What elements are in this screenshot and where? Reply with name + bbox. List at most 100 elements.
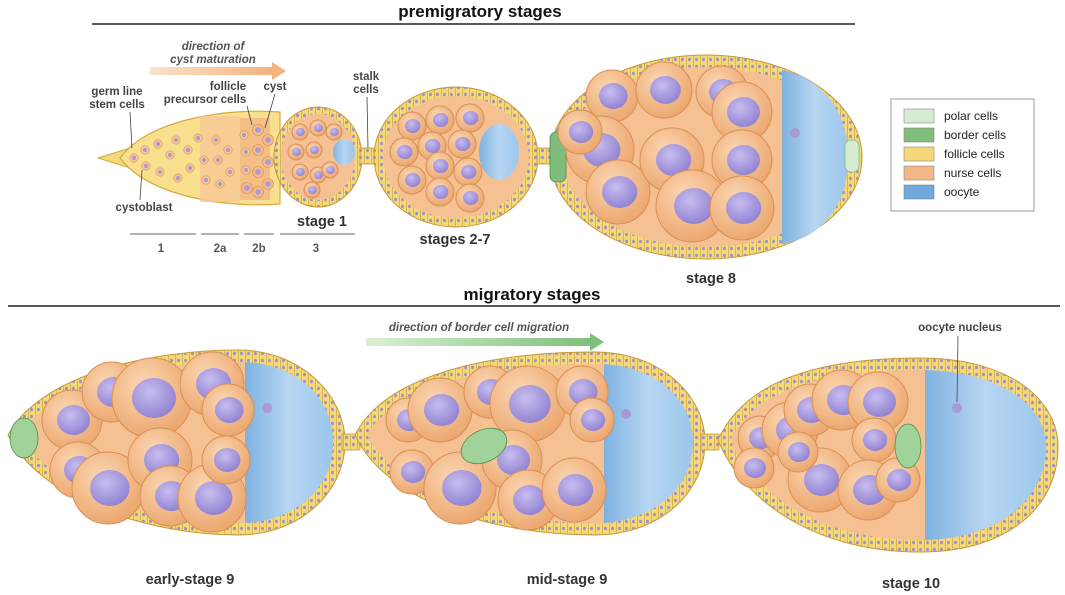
cystoblast-pointer xyxy=(139,169,143,201)
nurse-cell xyxy=(389,137,419,167)
cyst-pointer xyxy=(264,93,276,129)
nurse-cell xyxy=(711,81,773,143)
stage8-oocyte xyxy=(782,70,848,244)
germ-cell xyxy=(129,153,139,163)
early-stage9-label: early-stage 9 xyxy=(146,572,235,588)
nurse-cell xyxy=(447,129,477,159)
early9-border-cells xyxy=(9,417,39,459)
cyst-maturation-arrow xyxy=(150,62,286,80)
nurse-cell xyxy=(875,457,921,503)
nurse-cell xyxy=(453,157,483,187)
stage10-label: stage 10 xyxy=(882,576,940,592)
nurse-cell xyxy=(287,143,305,161)
germ-cell xyxy=(183,145,193,155)
nurse-cell xyxy=(291,123,309,141)
nurse-cell xyxy=(847,371,909,433)
legend-swatch-oocyte xyxy=(903,184,935,200)
stage1-oocyte xyxy=(333,139,355,165)
region-1: 1 xyxy=(158,243,165,255)
nurse-cell xyxy=(709,175,775,241)
mid9-border-cells xyxy=(460,427,508,465)
germ-cell xyxy=(165,150,175,160)
early9-nurse-cells xyxy=(41,351,255,533)
follicle-precursor-label-1: follicle xyxy=(210,81,246,93)
legend-item-follicle-cells: follicle cells xyxy=(903,146,1005,162)
legend: polar cells border cells follicle cells nur… xyxy=(890,98,1035,212)
germ-cell xyxy=(225,167,235,177)
nurse-cell xyxy=(585,159,651,225)
germ-cells xyxy=(129,124,274,198)
germ-cell xyxy=(215,179,225,189)
stages2-7-label: stages 2-7 xyxy=(420,232,491,248)
germ-cell xyxy=(193,133,203,143)
nurse-cell xyxy=(711,129,773,191)
nurse-cell xyxy=(777,431,819,473)
legend-item-border-cells: border cells xyxy=(903,127,1006,143)
nurse-cell xyxy=(423,451,497,525)
legend-item-nurse-cells: nurse cells xyxy=(903,165,1001,181)
germ-cell xyxy=(199,155,209,165)
nurse-cell xyxy=(201,435,251,485)
early9-oocyte-nucleus xyxy=(262,403,272,413)
nurse-cell xyxy=(389,449,435,495)
nurse-cell xyxy=(425,151,455,181)
legend-label-polar-cells: polar cells xyxy=(944,109,998,123)
nurse-cell xyxy=(321,161,339,179)
legend-label-nurse-cells: nurse cells xyxy=(944,166,1001,180)
nurse-cell xyxy=(425,177,455,207)
germ-cell xyxy=(252,186,264,198)
stages2-7-oocyte xyxy=(479,124,519,180)
legend-label-follicle-cells: follicle cells xyxy=(944,147,1005,161)
mid9-oocyte-nucleus xyxy=(621,409,631,419)
nurse-cell xyxy=(201,383,255,437)
mid9-nurse-cells xyxy=(385,365,615,531)
region-2a: 2a xyxy=(214,243,227,255)
germ-cell xyxy=(241,165,251,175)
stalk-pointer xyxy=(366,96,369,149)
germ-cell xyxy=(262,156,274,168)
germ-cell xyxy=(140,145,150,155)
germ-cell xyxy=(241,182,253,194)
follicle-precursor-label-2: precursor cells xyxy=(164,94,246,106)
germ-line-pointer xyxy=(129,111,133,149)
germ-cell xyxy=(171,135,181,145)
nurse-cell xyxy=(455,103,485,133)
nurse-cell xyxy=(407,377,473,443)
region-3: 3 xyxy=(313,243,319,255)
nurse-cell xyxy=(309,119,327,137)
cyst-direction-label-1: direction of xyxy=(182,41,246,53)
nurse-cell xyxy=(541,457,607,523)
legend-swatch-border-cells xyxy=(903,127,935,143)
region-2b: 2b xyxy=(252,243,265,255)
legend-swatch-nurse-cells xyxy=(903,165,935,181)
stage10-border-cells xyxy=(894,423,922,469)
nurse-cell xyxy=(585,69,639,123)
legend-label-oocyte: oocyte xyxy=(944,185,980,199)
nurse-cell xyxy=(325,123,343,141)
germ-cell xyxy=(173,173,183,183)
legend-label-border-cells: border cells xyxy=(944,128,1006,142)
stage8-nurse-cells xyxy=(557,61,775,243)
border-migration-label: direction of border cell migration xyxy=(389,322,569,334)
germ-cell xyxy=(211,135,221,145)
stalk-cells-4 xyxy=(700,433,720,451)
legend-swatch-polar-cells xyxy=(903,108,935,124)
nurse-cell xyxy=(397,165,427,195)
germ-cell xyxy=(262,178,274,190)
cyst-direction-label-2: cyst maturation xyxy=(170,54,256,66)
stage10-oocyte-nucleus xyxy=(952,403,962,413)
germ-cell xyxy=(153,139,163,149)
germ-cell xyxy=(141,161,151,171)
nurse-cell xyxy=(733,447,775,489)
nurse-cell xyxy=(425,105,455,135)
stage8-posterior-polar xyxy=(844,139,860,173)
legend-swatch-follicle-cells xyxy=(903,146,935,162)
germ-cell xyxy=(262,134,274,146)
nurse-cell xyxy=(655,169,729,243)
germ-cell xyxy=(223,145,233,155)
nurse-cell xyxy=(635,61,693,119)
nurse-cell xyxy=(303,181,321,199)
germ-line-label-1: germ line xyxy=(91,86,142,98)
cystoblast-label: cystoblast xyxy=(116,202,173,214)
nurse-cell xyxy=(397,111,427,141)
